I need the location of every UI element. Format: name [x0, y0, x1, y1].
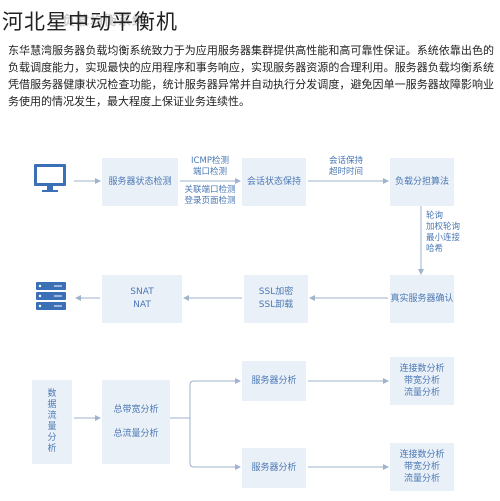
server-rack-icon [36, 282, 66, 310]
ssl-box: SSL加密 SSL卸载 [244, 275, 308, 323]
nat-box: SNAT NAT [102, 275, 182, 323]
server-analysis-box-1: 服务器分析 [242, 361, 306, 401]
detail-analysis-box-1: 连接数分析 带宽分析 流量分析 [390, 357, 454, 405]
real-server-box: 真实服务器确认 [390, 275, 454, 323]
label-icmp-port: ICMP检测 端口检测 [191, 156, 229, 177]
data-flow-analysis-box: 数 据 流 量 分 析 [32, 380, 72, 464]
label-algorithms: 轮询 加权轮询 最小连接 哈希 [426, 211, 461, 254]
server-analysis-box-2: 服务器分析 [242, 448, 306, 488]
intro-paragraph: 东华慧湾服务器负载均衡系统致力于为应用服务器集群提供高性能和高可靠性保证。系统依… [8, 44, 494, 108]
label-related-port: 关联端口检测 登录页面检测 [184, 185, 236, 206]
bandwidth-analysis-box: 总带宽分析 总流量分析 [102, 380, 170, 464]
label-session-timeout: 会话保持 超时时间 [328, 156, 363, 177]
load-algorithm-box: 负载分担算法 [390, 158, 454, 206]
detail-analysis-box-2: 连接数分析 带宽分析 流量分析 [390, 443, 454, 491]
monitor-icon [34, 164, 66, 192]
session-keep-box: 会话状态保持 [242, 158, 306, 206]
health-check-box: 服务器状态检测 [102, 158, 178, 206]
page-title: 河北星中动平衡机 [2, 10, 178, 34]
title-shadow-text: 负载均衡系统 [62, 14, 147, 29]
arrow-bandwidth-to-server1 [170, 378, 241, 419]
arrow-bandwidth-to-server2 [189, 418, 241, 470]
